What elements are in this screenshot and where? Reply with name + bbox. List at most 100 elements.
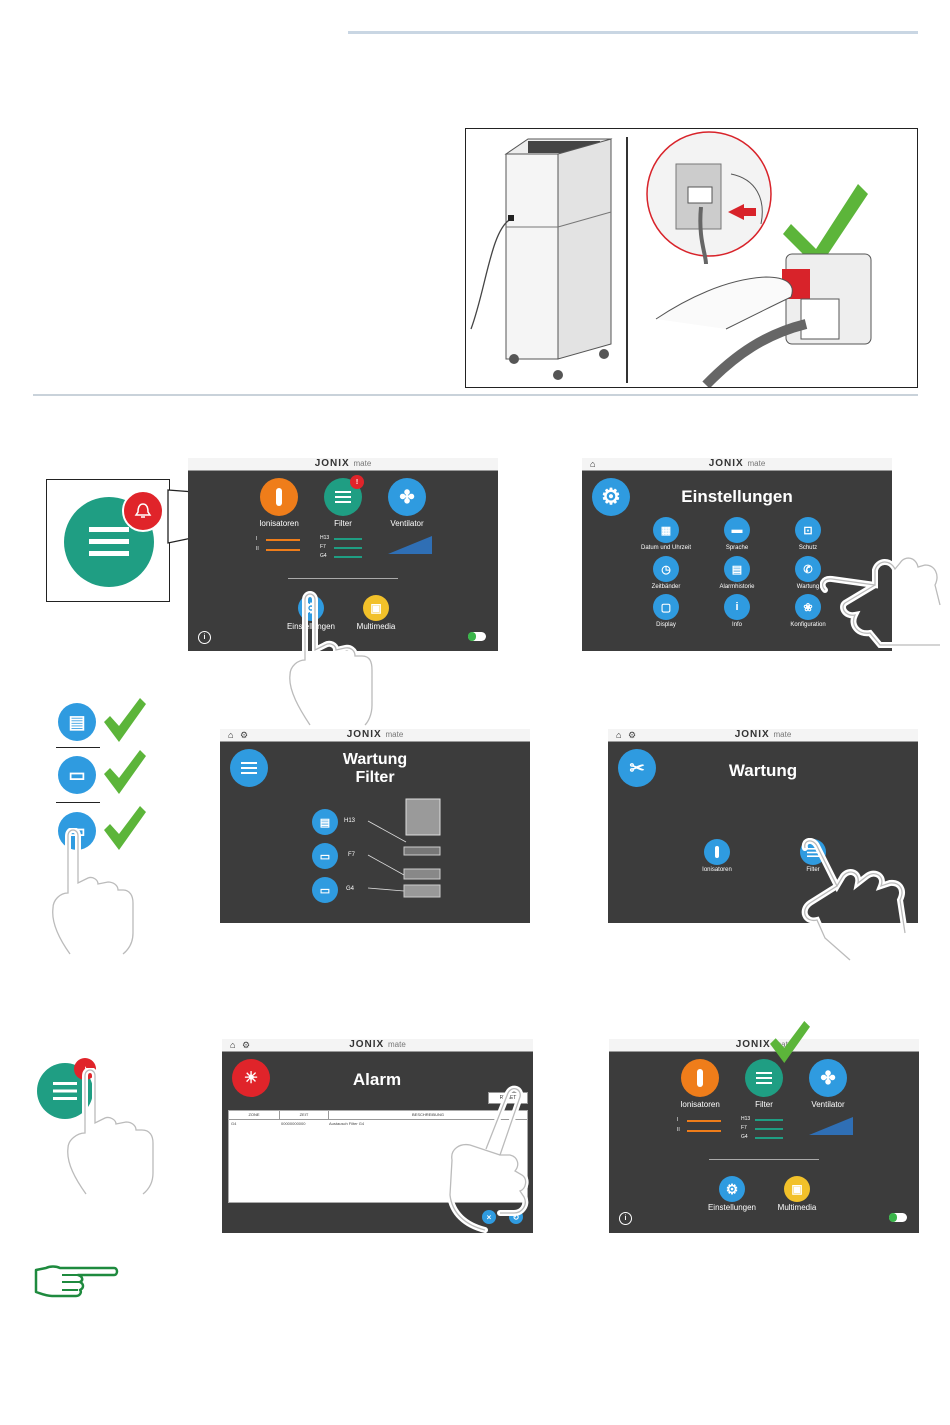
wartung-screen: ⌂ ⚙ JONIX mate ✂ Wartung Ionisatoren Fil… [608,729,918,923]
menu-icon [756,1072,772,1084]
media-icon: ▣ [791,1182,803,1196]
home-icon[interactable]: ⌂ [230,1040,236,1050]
multimedia-button[interactable]: ▣ [784,1176,810,1202]
home-icon[interactable]: ⌂ [616,730,622,740]
gear-icon[interactable]: ⚙ [240,730,249,740]
ionisatoren-label: Ionisatoren [680,1100,720,1109]
ionisatoren-button[interactable] [681,1059,719,1097]
check-icon [104,698,146,742]
power-plug-photo [465,128,918,389]
pointing-hand-icon [286,591,375,728]
alarm-table-row[interactable]: G4 00000000000 Austausch Filter G4 [229,1120,527,1127]
info-icon: i [735,601,739,613]
info-icon[interactable]: i [619,1212,632,1225]
close-icon[interactable]: × [482,1210,496,1224]
f7-reset-button[interactable]: ▭ [312,843,338,869]
g4-reset-button[interactable]: ▭ [312,877,338,903]
language-icon: ▬ [731,524,743,536]
settings-item-button[interactable]: ✆ [795,556,821,582]
divider [709,1159,819,1160]
settings-screen: ⌂ JONIX mate ⚙ Einstellungen ▦Datum und … [582,458,892,651]
settings-item-button[interactable]: ❀ [795,594,821,620]
power-toggle[interactable] [889,1213,907,1222]
ion-i-level [266,539,300,541]
menu-icon [89,527,129,556]
home-icon[interactable]: ⌂ [590,459,596,469]
g4-label: G4 [346,886,355,892]
h13-filter-icon: ▤ [58,703,96,741]
lock-icon: ⊡ [803,524,813,537]
info-icon[interactable]: i [198,631,211,644]
brand-logo: JONIX mate [734,729,792,740]
ionisatoren-label: Ionisatoren [259,519,299,528]
g4-label: G4 [320,553,327,559]
filter-label: Filter [806,867,820,873]
filter-button[interactable] [745,1059,783,1097]
bell-badge [122,490,164,532]
gear-icon: ⚙ [725,1180,739,1197]
einstellungen-button[interactable]: ⚙ [719,1176,745,1202]
cell-zone: G4 [231,1121,237,1126]
multimedia-button[interactable]: ▣ [363,595,389,621]
ionisatoren-button[interactable] [260,478,298,516]
wrench-icon: ✆ [803,563,813,576]
settings-item-label: Zeitbänder [651,584,681,590]
power-toggle[interactable] [468,632,486,641]
f7-level [755,1128,783,1130]
divider [288,578,398,579]
settings-item-label: Wartung [796,584,820,590]
pointing-hand-icon [49,828,136,957]
ventilator-button[interactable]: ✤ [809,1059,847,1097]
ionisatoren-maintenance-button[interactable] [704,839,730,865]
gear-icon[interactable]: ⚙ [628,730,637,740]
settings-item-button[interactable]: ⊡ [795,517,821,543]
multimedia-label: Multimedia [777,1203,817,1212]
cell-time: 00000000000 [281,1121,306,1126]
home-icon[interactable]: ⌂ [228,730,234,740]
brand-logo: JONIX mate [735,1039,793,1050]
settings-item-label: Datum und Uhrzeit [640,545,692,551]
settings-item-button[interactable]: i [724,594,750,620]
g4-label: G4 [741,1134,748,1140]
fan-icon: ✤ [399,486,415,507]
main-screen-resolved: JONIX mate Ionisatoren Filter ✤ Ventilat… [609,1039,919,1233]
settings-item-button[interactable]: ◷ [653,556,679,582]
settings-item-button[interactable]: ▤ [724,556,750,582]
settings-item-label: Info [731,622,742,628]
settings-item-button[interactable]: ▬ [724,517,750,543]
gear-icon[interactable]: ⚙ [242,1040,251,1050]
row-ii-label: II [256,546,259,552]
settings-title: Einstellungen [681,487,793,506]
header-rule [348,31,918,34]
h13-label: H13 [344,818,356,824]
top-bar [220,729,530,742]
settings-item-button[interactable]: ▦ [653,517,679,543]
wartung-header-icon: ✂ [618,749,656,787]
f7-label: F7 [320,544,326,550]
ventilator-button[interactable]: ✤ [388,478,426,516]
filter-icon: ▤ [319,816,331,829]
top-bar [609,1039,919,1052]
settings-item-button[interactable]: ▢ [653,594,679,620]
bell-icon [134,503,152,518]
top-bar [188,458,498,471]
top-bar [582,458,892,471]
section-rule [33,394,918,396]
filter-alarm-badge: ! [350,475,364,489]
h13-reset-button[interactable]: ▤ [312,809,338,835]
settings-item-label: Schutz [798,545,818,551]
pointing-hand-icon [446,1085,529,1233]
settings-header-icon: ⚙ [592,478,630,516]
purifier-plug-illustration [470,131,872,389]
brand-logo: JONIX mate [314,458,372,469]
filter-icon: ▭ [319,884,331,897]
settings-item-label: Alarmhistorie [719,584,755,590]
fan-speed-indicator [388,536,432,554]
menu-icon [241,762,257,774]
h13-level [334,538,362,540]
ion-ii-level [687,1130,721,1132]
siren-icon: ☀ [243,1070,259,1087]
alarm-header-icon: ☀ [232,1059,270,1097]
settings-item-label: Konfiguration [790,622,826,628]
